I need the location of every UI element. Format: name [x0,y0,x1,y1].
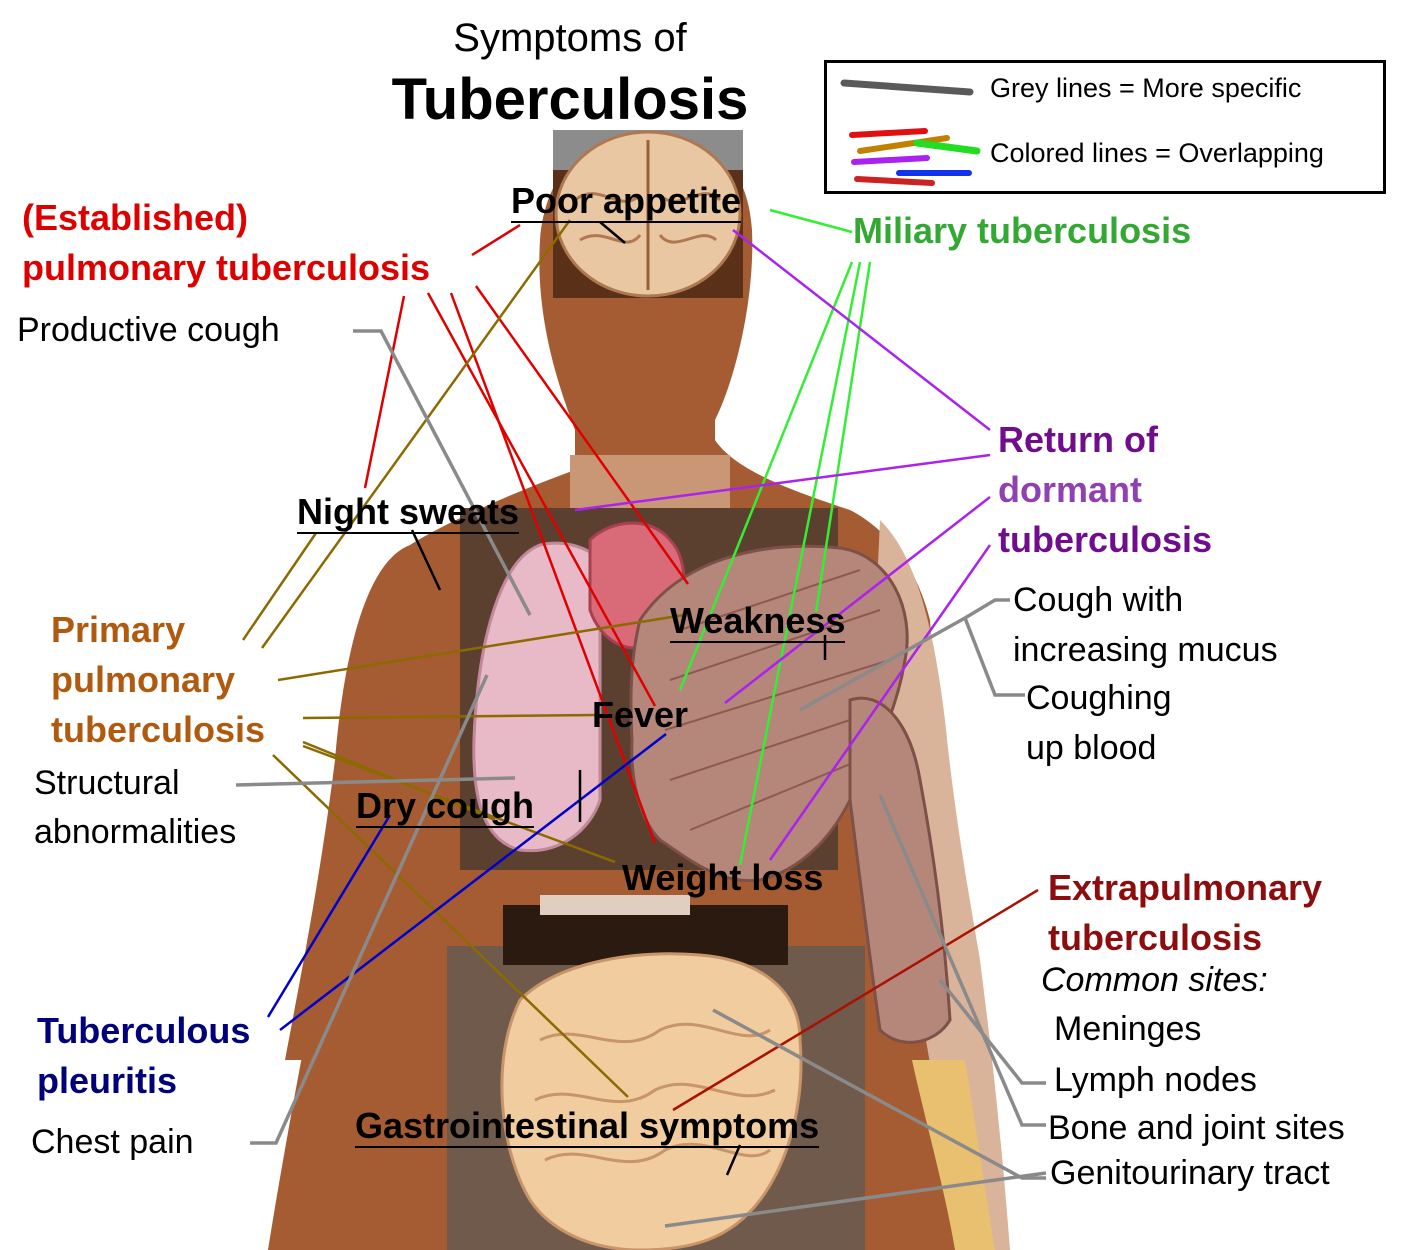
symptom-weight-loss: Weight loss [622,857,824,898]
extrapulmonary-connectors [672,888,1039,1112]
pleuritis-connectors [266,733,667,1031]
specific-cough-mucus-line1: Cough with [1013,581,1184,619]
site-genitourinary: Genitourinary tract [1050,1154,1330,1192]
symptom-dry-cough: Dry cough [356,785,535,828]
category-extrapulmonary-line2: tuberculosis [1048,917,1263,958]
category-primary-line2: pulmonary [51,659,236,700]
category-pleuritis-line2: pleuritis [37,1060,178,1101]
arm-muscle-image [848,696,952,1044]
category-established-line2: pulmonary tuberculosis [22,247,431,288]
category-miliary: Miliary tuberculosis [853,210,1192,251]
title-line-1: Symptoms of [453,16,687,60]
symptom-night-sweats: Night sweats [297,491,520,534]
category-dormant-line2: dormant [998,469,1142,510]
specific-coughing-blood-line1: Coughing [1026,679,1172,717]
specific-structural-line1: Structural [34,764,180,802]
legend-grey-label: Grey lines = More specific [990,73,1302,103]
primary-connectors [241,219,685,1098]
symptom-fever: Fever [592,694,689,735]
site-meninges: Meninges [1054,1010,1202,1048]
symptom-weakness: Weakness [670,600,846,643]
symptom-poor-appetite: Poor appetite [511,180,742,223]
title-line-2: Tuberculosis [391,67,749,132]
orange-line-swatch [857,135,950,154]
legend-swatches [840,79,981,186]
specific-productive-cough: Productive cough [17,311,280,349]
site-bone-joint: Bone and joint sites [1048,1109,1345,1147]
category-dormant-line3: tuberculosis [998,519,1213,560]
site-lymph-nodes: Lymph nodes [1054,1061,1257,1099]
category-dormant-line1: Return of [998,419,1158,460]
specific-connectors [235,329,1047,1228]
specific-chest-pain: Chest pain [31,1123,194,1161]
category-primary-line1: Primary [51,609,186,650]
green-line-swatch [913,139,981,155]
symptom-gastrointestinal: Gastrointestinal symptoms [355,1105,820,1148]
category-established-line1: (Established) [22,197,249,238]
forearm-bones [912,1060,995,1250]
miliary-connectors [678,208,872,866]
right-arm [870,520,1010,1250]
specific-structural-line2: abnormalities [34,813,237,851]
dormant-connectors [574,229,992,861]
purple-line-swatch [851,155,930,165]
legend-colored-label: Colored lines = Overlapping [990,138,1324,168]
category-primary-line3: tuberculosis [51,709,266,750]
red-line-swatch [849,128,928,138]
category-extrapulmonary-line1: Extrapulmonary [1048,867,1323,908]
specific-common-sites: Common sites: [1041,961,1268,999]
pointer-ticks [410,221,827,1176]
left-arm [285,545,410,1060]
intestines-image [500,952,803,1250]
specific-cough-mucus-line2: increasing mucus [1013,631,1278,669]
grey-line-swatch [840,79,974,96]
legend-box: Grey lines = More specific Colored lines… [824,60,1386,194]
red-line-swatch-2 [854,176,935,186]
specific-coughing-blood-line2: up blood [1026,729,1157,767]
category-pleuritis-line1: Tuberculous [37,1010,251,1051]
established-connectors [363,223,690,844]
